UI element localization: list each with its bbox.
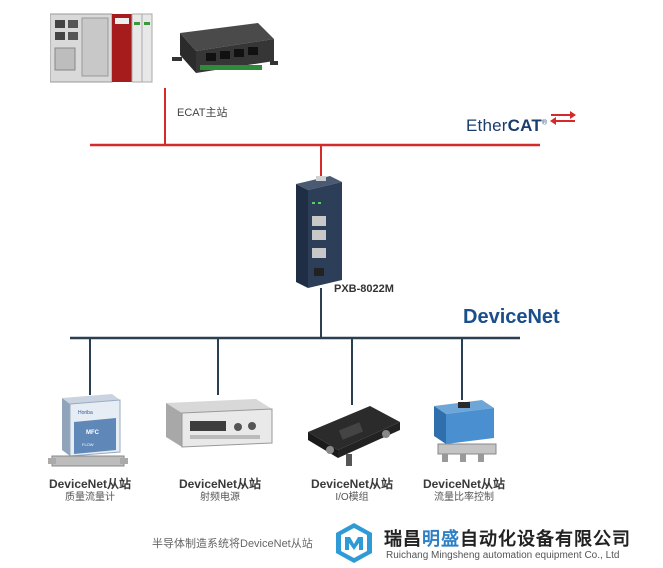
slave-label-mfc: DeviceNet从站 质量流量计 [30, 477, 150, 503]
ethercat-arrow-icon [550, 111, 576, 125]
ethercat-logo-prefix: Ether [466, 116, 508, 135]
flow-ratio-controller-image [434, 400, 497, 462]
slave-subtitle: 射频电源 [200, 491, 240, 503]
devicenet-logo: DeviceNet [463, 306, 560, 328]
ethercat-logo-mark: ® [541, 119, 548, 127]
ethercat-master-box-image [172, 23, 278, 73]
slave-subtitle: 质量流量计 [65, 491, 115, 503]
mfc-type-text: MFC [86, 430, 100, 436]
slave-label-io: DeviceNet从站 I/O模组 [292, 477, 412, 503]
io-module-image [308, 406, 400, 466]
mass-flow-controller-image: Horiba MFC FLOW [48, 394, 128, 467]
mfc-model-text: FLOW [82, 442, 94, 447]
mfc-brand-text: Horiba [78, 410, 93, 416]
company-name-part2: 自动化设备有限公司 [460, 529, 631, 549]
company-name: 瑞昌明盛自动化设备有限公司 [384, 525, 631, 551]
company-logo-icon [336, 523, 372, 563]
slave-label-rf: DeviceNet从站 射频电源 [160, 477, 280, 503]
slave-title: DeviceNet从站 [178, 477, 262, 491]
ethercat-logo: EtherCAT® [466, 116, 547, 136]
slave-label-frc: DeviceNet从站 流量比率控制 [404, 477, 524, 503]
plc-controller-image [50, 13, 153, 83]
gateway-label: PXB-8022M [334, 283, 394, 295]
slave-subtitle: I/O模组 [335, 491, 369, 503]
company-english-name: Ruichang Mingsheng automation equipment … [386, 550, 620, 561]
slave-title: DeviceNet从站 [48, 477, 132, 491]
gateway-device-image [296, 176, 342, 288]
company-name-highlight: 明盛 [422, 529, 460, 549]
slave-subtitle: 流量比率控制 [434, 491, 494, 503]
slave-title: DeviceNet从站 [310, 477, 394, 491]
slave-title: DeviceNet从站 [422, 477, 506, 491]
ethercat-logo-suffix: CAT [507, 116, 542, 135]
company-name-part1: 瑞昌 [384, 529, 422, 549]
rf-power-supply-image [166, 399, 273, 448]
master-label: ECAT主站 [177, 107, 228, 119]
caption-text: 半导体制造系统将DeviceNet从站 [152, 538, 313, 550]
